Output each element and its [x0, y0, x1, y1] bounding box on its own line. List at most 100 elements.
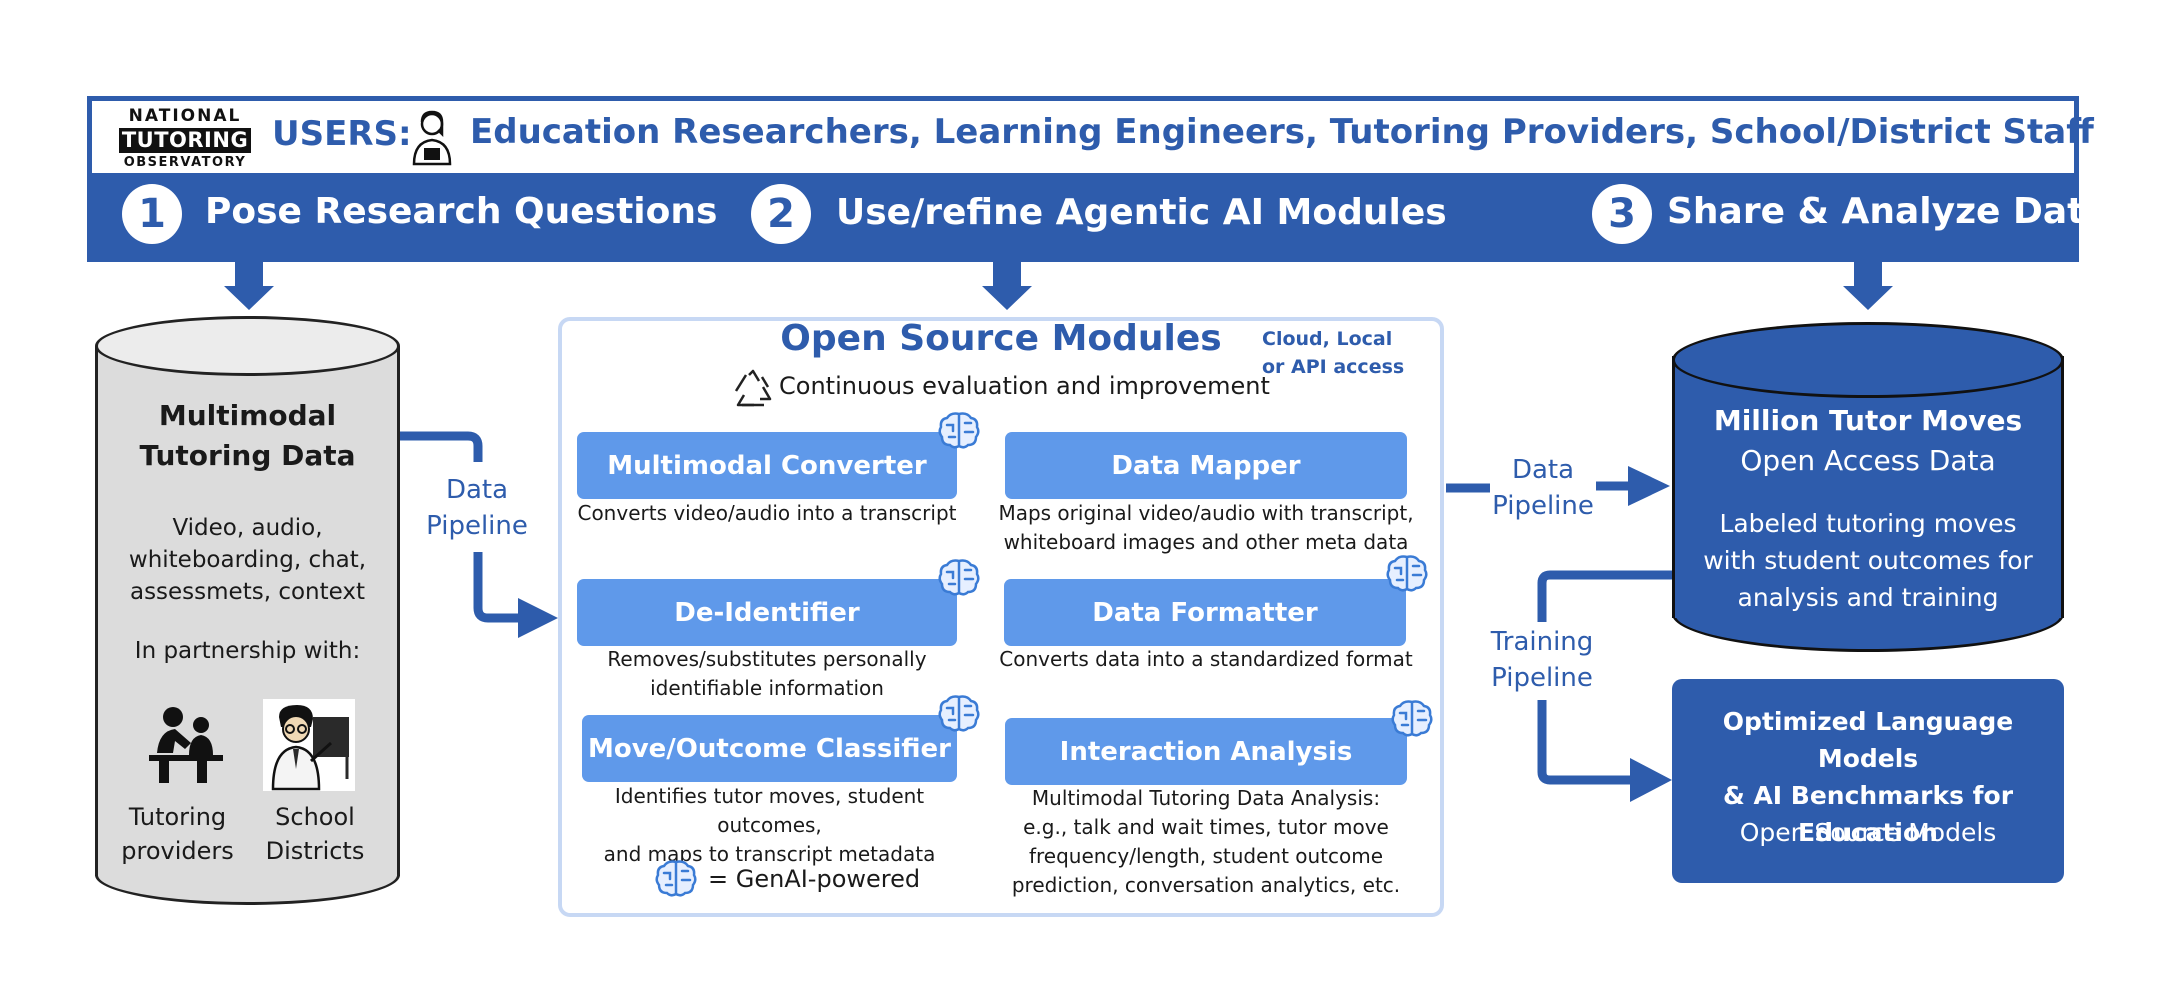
down-arrow-step1 — [224, 262, 274, 310]
step-3-badge: 3 — [1592, 184, 1652, 244]
right-cylinder-fill — [1675, 560, 2061, 614]
module-data-mapper: Data Mapper — [1005, 432, 1407, 499]
desc-line: frequency/length, student outcome — [1028, 844, 1384, 868]
users-list: Education Researchers, Learning Engineer… — [470, 112, 2094, 152]
right-desc-line2: with student outcomes for — [1703, 546, 2033, 575]
modules-title: Open Source Modules — [780, 318, 1222, 359]
left-data-pipeline-line — [400, 431, 483, 462]
left-cylinder-fill — [98, 830, 397, 876]
right-cylinder-top — [1672, 322, 2064, 398]
pipeline-right-line2: Pipeline — [1492, 491, 1594, 521]
module-multimodal-converter-desc: Converts video/audio into a transcript — [567, 499, 967, 528]
step-1-badge: 1 — [122, 184, 182, 244]
left-desc-line1: Video, audio, — [172, 515, 323, 541]
models-line3: Education — [1798, 818, 1938, 847]
left-title: Multimodal Tutoring Data — [95, 396, 400, 476]
module-multimodal-converter: Multimodal Converter — [577, 432, 957, 499]
left-desc-line2: whiteboarding, chat, — [128, 547, 367, 573]
module-data-formatter-desc: Converts data into a standardized format — [986, 645, 1426, 674]
pipeline-left-line1: Data — [445, 475, 509, 505]
desc-line: Converts video/audio into a transcript — [577, 501, 957, 525]
desc-line: e.g., talk and wait times, tutor move — [1023, 815, 1389, 839]
training-pipeline-line-upper — [1537, 570, 1672, 622]
module-interaction-analysis: Interaction Analysis — [1005, 718, 1407, 785]
desc-line: Maps original video/audio with transcrip… — [998, 501, 1414, 525]
right-data-pipeline-label: Data Pipeline — [1490, 452, 1596, 524]
partner1-line2: providers — [121, 837, 234, 865]
arrowhead-to-million — [1628, 466, 1670, 506]
brain-icon — [1391, 700, 1433, 737]
left-data-pipeline-line-lower — [473, 552, 522, 623]
arrowhead-to-models — [1630, 758, 1672, 802]
left-cylinder-body — [95, 346, 400, 876]
left-desc-line3: assessmets, context — [129, 579, 366, 605]
school-districts-icon — [263, 699, 355, 791]
optimized-models-box — [1672, 679, 2064, 883]
down-arrow-step2 — [982, 262, 1032, 310]
partner2-line1: School — [275, 803, 355, 831]
logo-line3: OBSERVATORY — [123, 154, 247, 170]
module-data-mapper-desc: Maps original video/audio with transcrip… — [986, 499, 1426, 557]
partner1-line1: Tutoring — [128, 803, 227, 831]
person-icon — [412, 110, 452, 166]
users-label: USERS: — [272, 114, 412, 154]
left-description: Video, audio, whiteboarding, chat, asses… — [95, 512, 400, 608]
recycle-icon — [734, 369, 772, 407]
desc-line: identifiable information — [650, 676, 884, 700]
module-de-identifier-desc: Removes/substitutes personally identifia… — [567, 645, 967, 703]
module-interaction-analysis-desc: Multimodal Tutoring Data Analysis: e.g.,… — [996, 784, 1416, 900]
access-note: Cloud, Local or API access — [1262, 325, 1407, 381]
module-data-formatter: Data Formatter — [1004, 579, 1406, 646]
million-tutor-moves-title: Million Tutor Moves — [1713, 404, 2023, 437]
desc-line: Converts data into a standardized format — [999, 647, 1413, 671]
access-line2: or API access — [1262, 356, 1405, 378]
module-move-outcome-classifier: Move/Outcome Classifier — [582, 715, 957, 782]
desc-line: Identifies tutor moves, student outcomes… — [614, 784, 925, 837]
genai-legend: = GenAI-powered — [708, 865, 921, 893]
tutoring-providers-icon — [149, 707, 223, 783]
partner-tutoring-providers: Tutoring providers — [110, 800, 245, 868]
left-title-line1: Multimodal — [158, 399, 337, 432]
desc-line: prediction, conversation analytics, etc. — [1011, 873, 1401, 897]
module-de-identifier: De-Identifier — [577, 579, 957, 646]
desc-line: whiteboard images and other meta data — [1003, 530, 1409, 554]
observatory-logo: NATIONAL TUTORING OBSERVATORY — [118, 105, 252, 170]
pipeline-right-line1: Data — [1511, 455, 1575, 485]
training-pipeline-line-lower — [1537, 700, 1634, 785]
modules-subtitle: Continuous evaluation and improvement — [779, 372, 1270, 400]
brain-icon — [938, 695, 980, 732]
arrowhead-to-modules — [518, 598, 558, 638]
partnership-label: In partnership with: — [134, 638, 361, 664]
logo-line2: TUTORING — [118, 127, 252, 153]
desc-line: and maps to transcript metadata — [603, 842, 936, 866]
training-pipeline-label: Training Pipeline — [1482, 624, 1602, 696]
step-3-label: Share & Analyze Data — [1667, 191, 2109, 232]
pipeline-left-line2: Pipeline — [426, 511, 528, 541]
training-line2: Pipeline — [1491, 663, 1593, 693]
module-move-outcome-classifier-desc: Identifies tutor moves, student outcomes… — [562, 782, 977, 869]
optimized-models-title: Optimized Language Models & AI Benchmark… — [1672, 703, 2064, 851]
down-arrow-step3 — [1843, 262, 1893, 310]
desc-line: Multimodal Tutoring Data Analysis: — [1031, 786, 1381, 810]
users-bar — [92, 101, 2074, 173]
right-desc-line3: analysis and training — [1737, 583, 1999, 612]
million-tutor-moves-desc: Labeled tutoring moves with student outc… — [1672, 505, 2064, 616]
brain-icon — [938, 559, 980, 596]
left-title-line2: Tutoring Data — [139, 439, 356, 472]
training-line1: Training — [1490, 627, 1594, 657]
partner-school-districts: School Districts — [255, 800, 375, 868]
left-cylinder-top — [95, 316, 400, 376]
step-1-label: Pose Research Questions — [205, 191, 718, 232]
step-2-label: Use/refine Agentic AI Modules — [836, 192, 1447, 233]
left-data-pipeline-label: Data Pipeline — [418, 472, 536, 544]
brain-icon — [938, 412, 980, 449]
brain-icon — [655, 860, 697, 897]
optimized-models-subtitle: Open Source Models — [1739, 818, 1997, 847]
partner2-line2: Districts — [265, 837, 365, 865]
logo-line1: NATIONAL — [128, 105, 242, 126]
right-desc-line1: Labeled tutoring moves — [1719, 509, 2017, 538]
million-tutor-moves-subtitle: Open Access Data — [1740, 444, 1996, 477]
models-line2: & AI Benchmarks for — [1722, 781, 2014, 810]
desc-line: Removes/substitutes personally — [607, 647, 927, 671]
access-line1: Cloud, Local — [1262, 328, 1393, 350]
